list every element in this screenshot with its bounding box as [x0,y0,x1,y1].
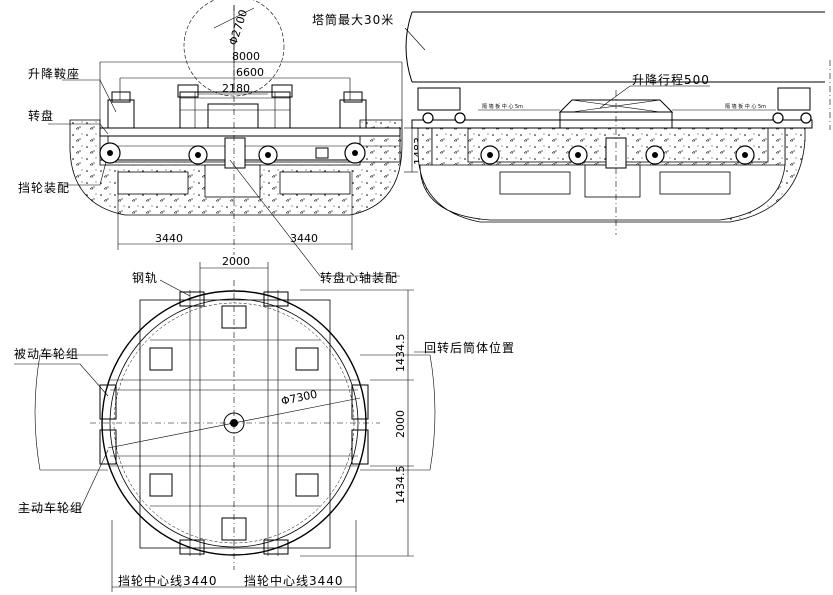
dim-tower-diameter: Φ2700 [226,8,250,47]
label-lift-seat: 升降鞍座 [28,66,80,81]
label-after-rotation: 回转后筒体位置 [424,340,515,355]
dim-1434-bot: 1434.5 [394,466,407,505]
label-tower-max: 塔筒最大30米 [312,12,394,27]
dim-8000: 8000 [232,50,260,63]
label-driven-wheel: 被动车轮组 [14,346,79,361]
dim-1434-top: 1434.5 [394,334,407,373]
label-turntable: 转盘 [28,108,54,123]
label-lift-travel: 升降行程500 [632,72,710,87]
plan-view [14,262,436,592]
label-partition-right: 隔 墙 板 中 心 5m [725,103,766,110]
label-rail: 钢轨 [132,271,158,285]
dim-2000-mid: 2000 [394,410,407,438]
dim-6600: 6600 [236,66,264,79]
label-bottom-right: 挡轮中心线3440 [244,573,344,588]
label-retaining-wheel: 挡轮装配 [18,181,70,195]
label-partition-left: 隔 墙 板 中 心 5m [482,103,523,110]
elevation-left-view [48,0,418,277]
dim-2000-top: 2000 [222,255,250,268]
label-center-axle: 转盘心轴装配 [320,270,398,285]
label-drive-wheel: 主动车轮组 [18,500,83,515]
elevation-right-view [404,11,831,235]
dim-3440-right: 3440 [290,232,318,245]
dim-3440-left: 3440 [155,232,183,245]
dim-7300: Φ7300 [280,388,319,408]
dim-2180: 2180 [222,82,250,95]
label-bottom-left: 挡轮中心线3440 [118,573,218,588]
